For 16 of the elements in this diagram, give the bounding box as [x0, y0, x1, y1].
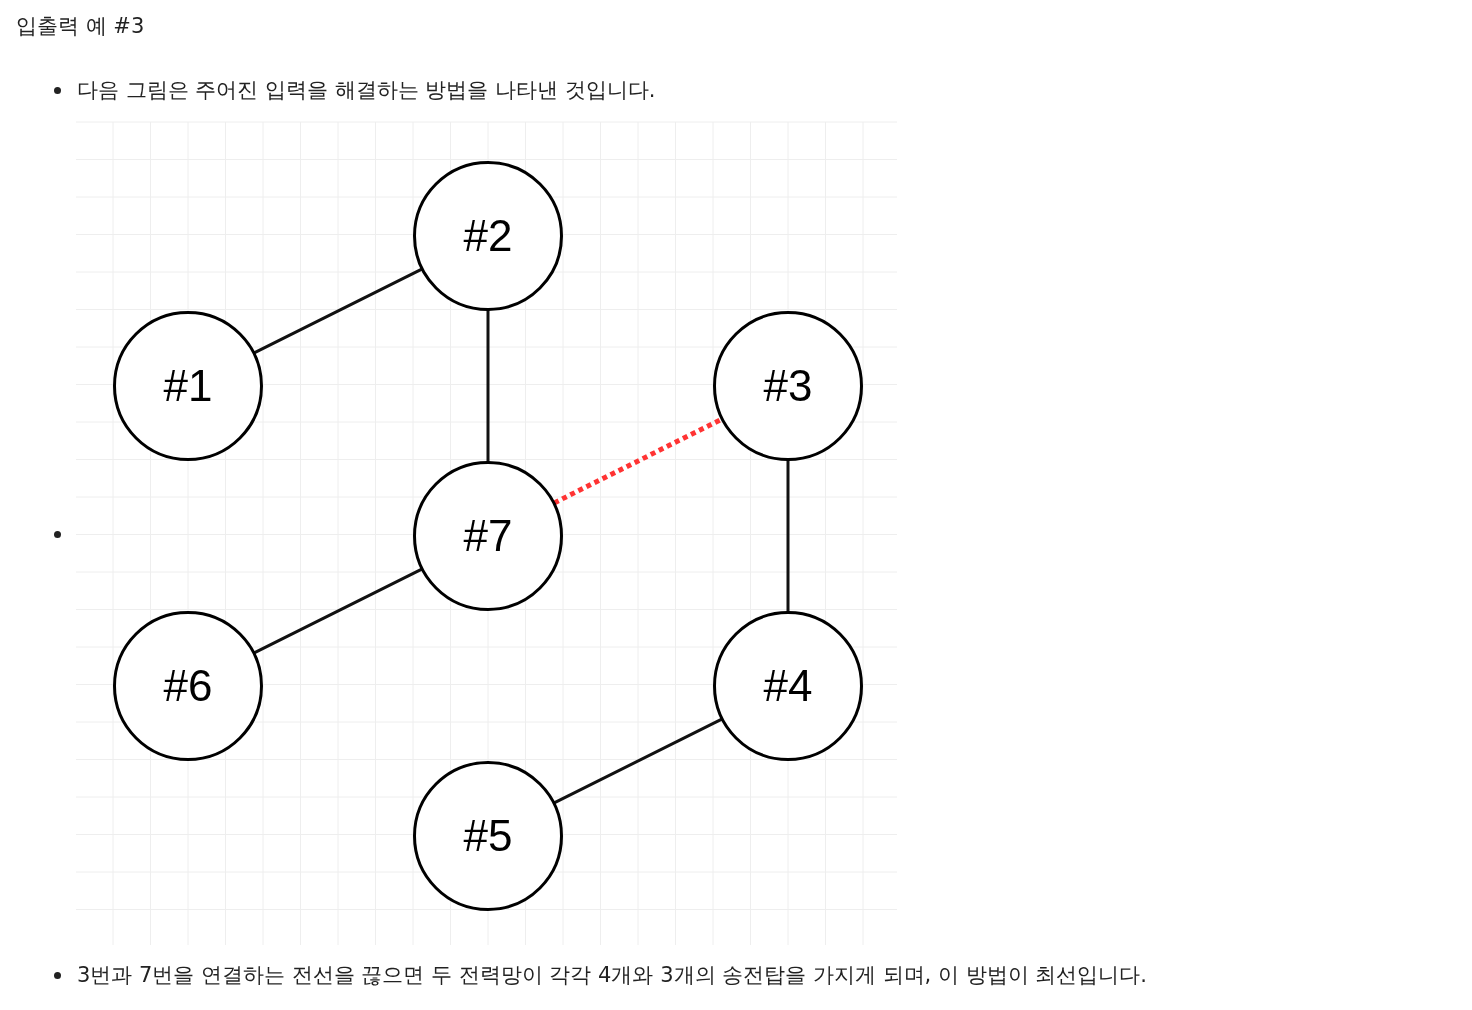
- node-circle: #2: [413, 161, 563, 311]
- node-circle: #5: [413, 761, 563, 911]
- connector-line: [486, 310, 490, 462]
- heading: 입출력 예 #3: [16, 13, 145, 40]
- dashed-line: [553, 416, 723, 506]
- node-circle: #6: [113, 611, 263, 761]
- connector-line: [253, 567, 423, 655]
- list-item-text: 다음 그림은 주어진 입력을 해결하는 방법을 나타낸 것입니다.: [77, 77, 656, 104]
- node-circle: #7: [413, 461, 563, 611]
- list-item-text: 3번과 7번을 연결하는 전선을 끊으면 두 전력망이 각각 4개와 3개의 송전탑을 가지게 되며, 이 방법이 최선입니다.: [77, 962, 1147, 989]
- connector-line: [253, 267, 423, 355]
- node-circle: #4: [713, 611, 863, 761]
- node-circle: #3: [713, 311, 863, 461]
- connector-line: [553, 717, 723, 805]
- connector-line: [786, 460, 790, 612]
- node-circle: #1: [113, 311, 263, 461]
